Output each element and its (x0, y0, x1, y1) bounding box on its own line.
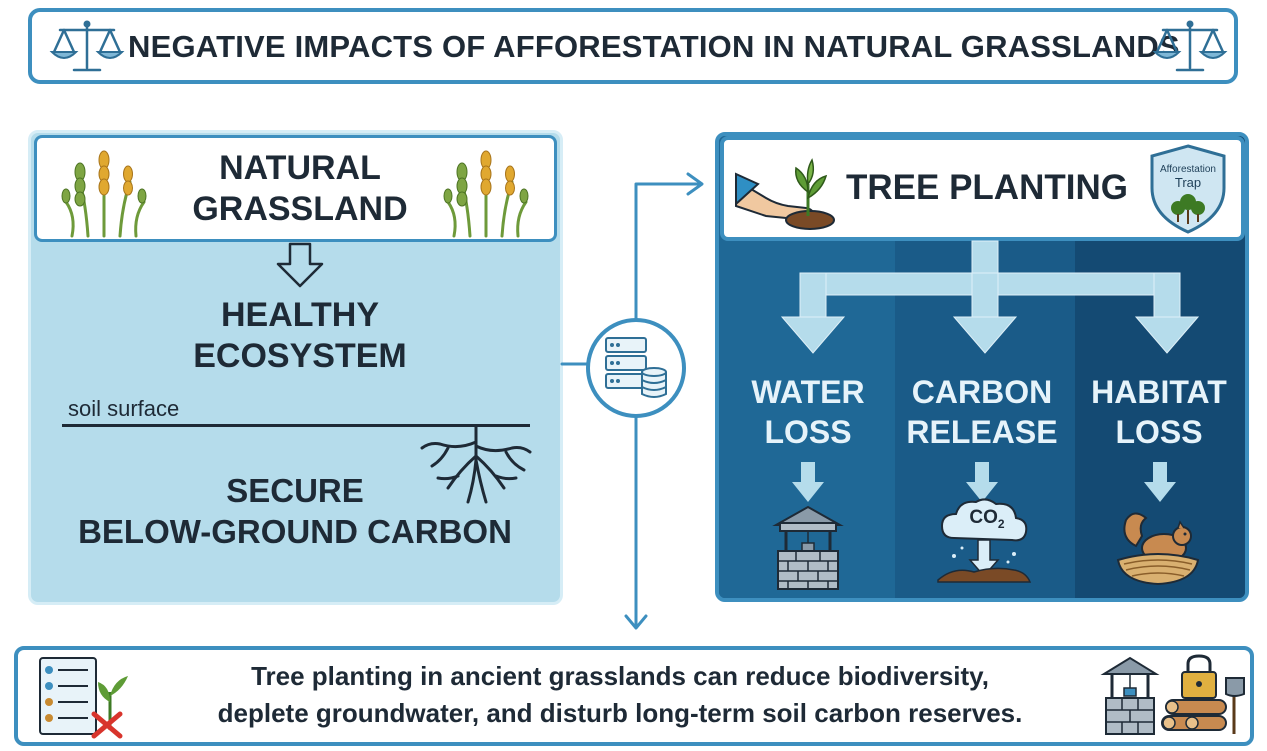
soil-surface-line (62, 424, 530, 427)
tree-planting-title: TREE PLANTING (846, 168, 1128, 207)
branch-arrows (780, 240, 1200, 354)
checklist-icon (39, 657, 128, 739)
healthy-line2: ECOSYSTEM (193, 337, 407, 375)
healthy-ecosystem-label: HEALTHY ECOSYSTEM (130, 295, 470, 379)
badge-line2: Trap (1174, 175, 1202, 190)
natural-grassland-title: NATURAL GRASSLAND (160, 148, 440, 232)
water-well-icon (1100, 656, 1160, 735)
carbon-release-label: CARBON RELEASE (894, 372, 1070, 452)
title-banner (28, 8, 1238, 84)
healthy-line1: HEALTHY (220, 296, 380, 334)
down-arrow-icon (276, 242, 324, 288)
summary-line2: deplete groundwater, and disturb long-te… (217, 698, 1023, 728)
down-arrow-icon (792, 462, 824, 502)
scales-icon (49, 20, 125, 72)
summary-line1: Tree planting in ancient grasslands can … (251, 661, 989, 691)
carbon-line2: BELOW-GROUND CARBON (78, 513, 512, 550)
co2-text: CO (969, 507, 998, 528)
grassland-line1: NATURAL (219, 149, 381, 187)
afforestation-trap-badge: Afforestation Trap (1150, 163, 1226, 189)
co2-label: CO2 (962, 507, 1012, 535)
planting-hand-icon (735, 158, 835, 230)
database-icon (586, 318, 686, 418)
summary-banner (14, 646, 1254, 746)
habitat-loss-label: HABITAT LOSS (1072, 372, 1246, 452)
connector-arrows (560, 172, 704, 630)
page-title: NEGATIVE IMPACTS OF AFFORESTATION IN NAT… (128, 29, 1180, 64)
soil-surface-label: soil surface (68, 396, 180, 421)
secure-carbon-label: SECURE BELOW-GROUND CARBON (40, 470, 550, 554)
logs-lock-icon (1161, 654, 1245, 734)
summary-text: Tree planting in ancient grasslands can … (140, 658, 1100, 738)
scales-icon (1152, 20, 1228, 72)
down-arrow-icon (1144, 462, 1176, 502)
down-arrow-icon (966, 462, 998, 502)
grassland-line2: GRASSLAND (192, 190, 408, 228)
badge-line1: Afforestation (1160, 164, 1216, 175)
wheat-icon (61, 150, 147, 238)
co2-cloud-icon (937, 498, 1032, 583)
habitat-line1: HABITAT (1091, 374, 1227, 410)
habitat-line2: LOSS (1115, 414, 1203, 450)
carbon-line1: SECURE (226, 472, 364, 509)
co2-subscript: 2 (997, 516, 1005, 531)
carbon-line2-right: RELEASE (906, 414, 1058, 450)
water-line1: WATER (751, 374, 865, 410)
roots-icon (420, 424, 532, 504)
carbon-line1-right: CARBON (911, 374, 1053, 410)
squirrel-nest-icon (1116, 512, 1200, 586)
wheat-icon (443, 150, 529, 238)
shield-icon (1150, 144, 1226, 234)
water-well-icon (772, 505, 844, 590)
water-line2: LOSS (764, 414, 852, 450)
water-loss-label: WATER LOSS (722, 372, 894, 452)
